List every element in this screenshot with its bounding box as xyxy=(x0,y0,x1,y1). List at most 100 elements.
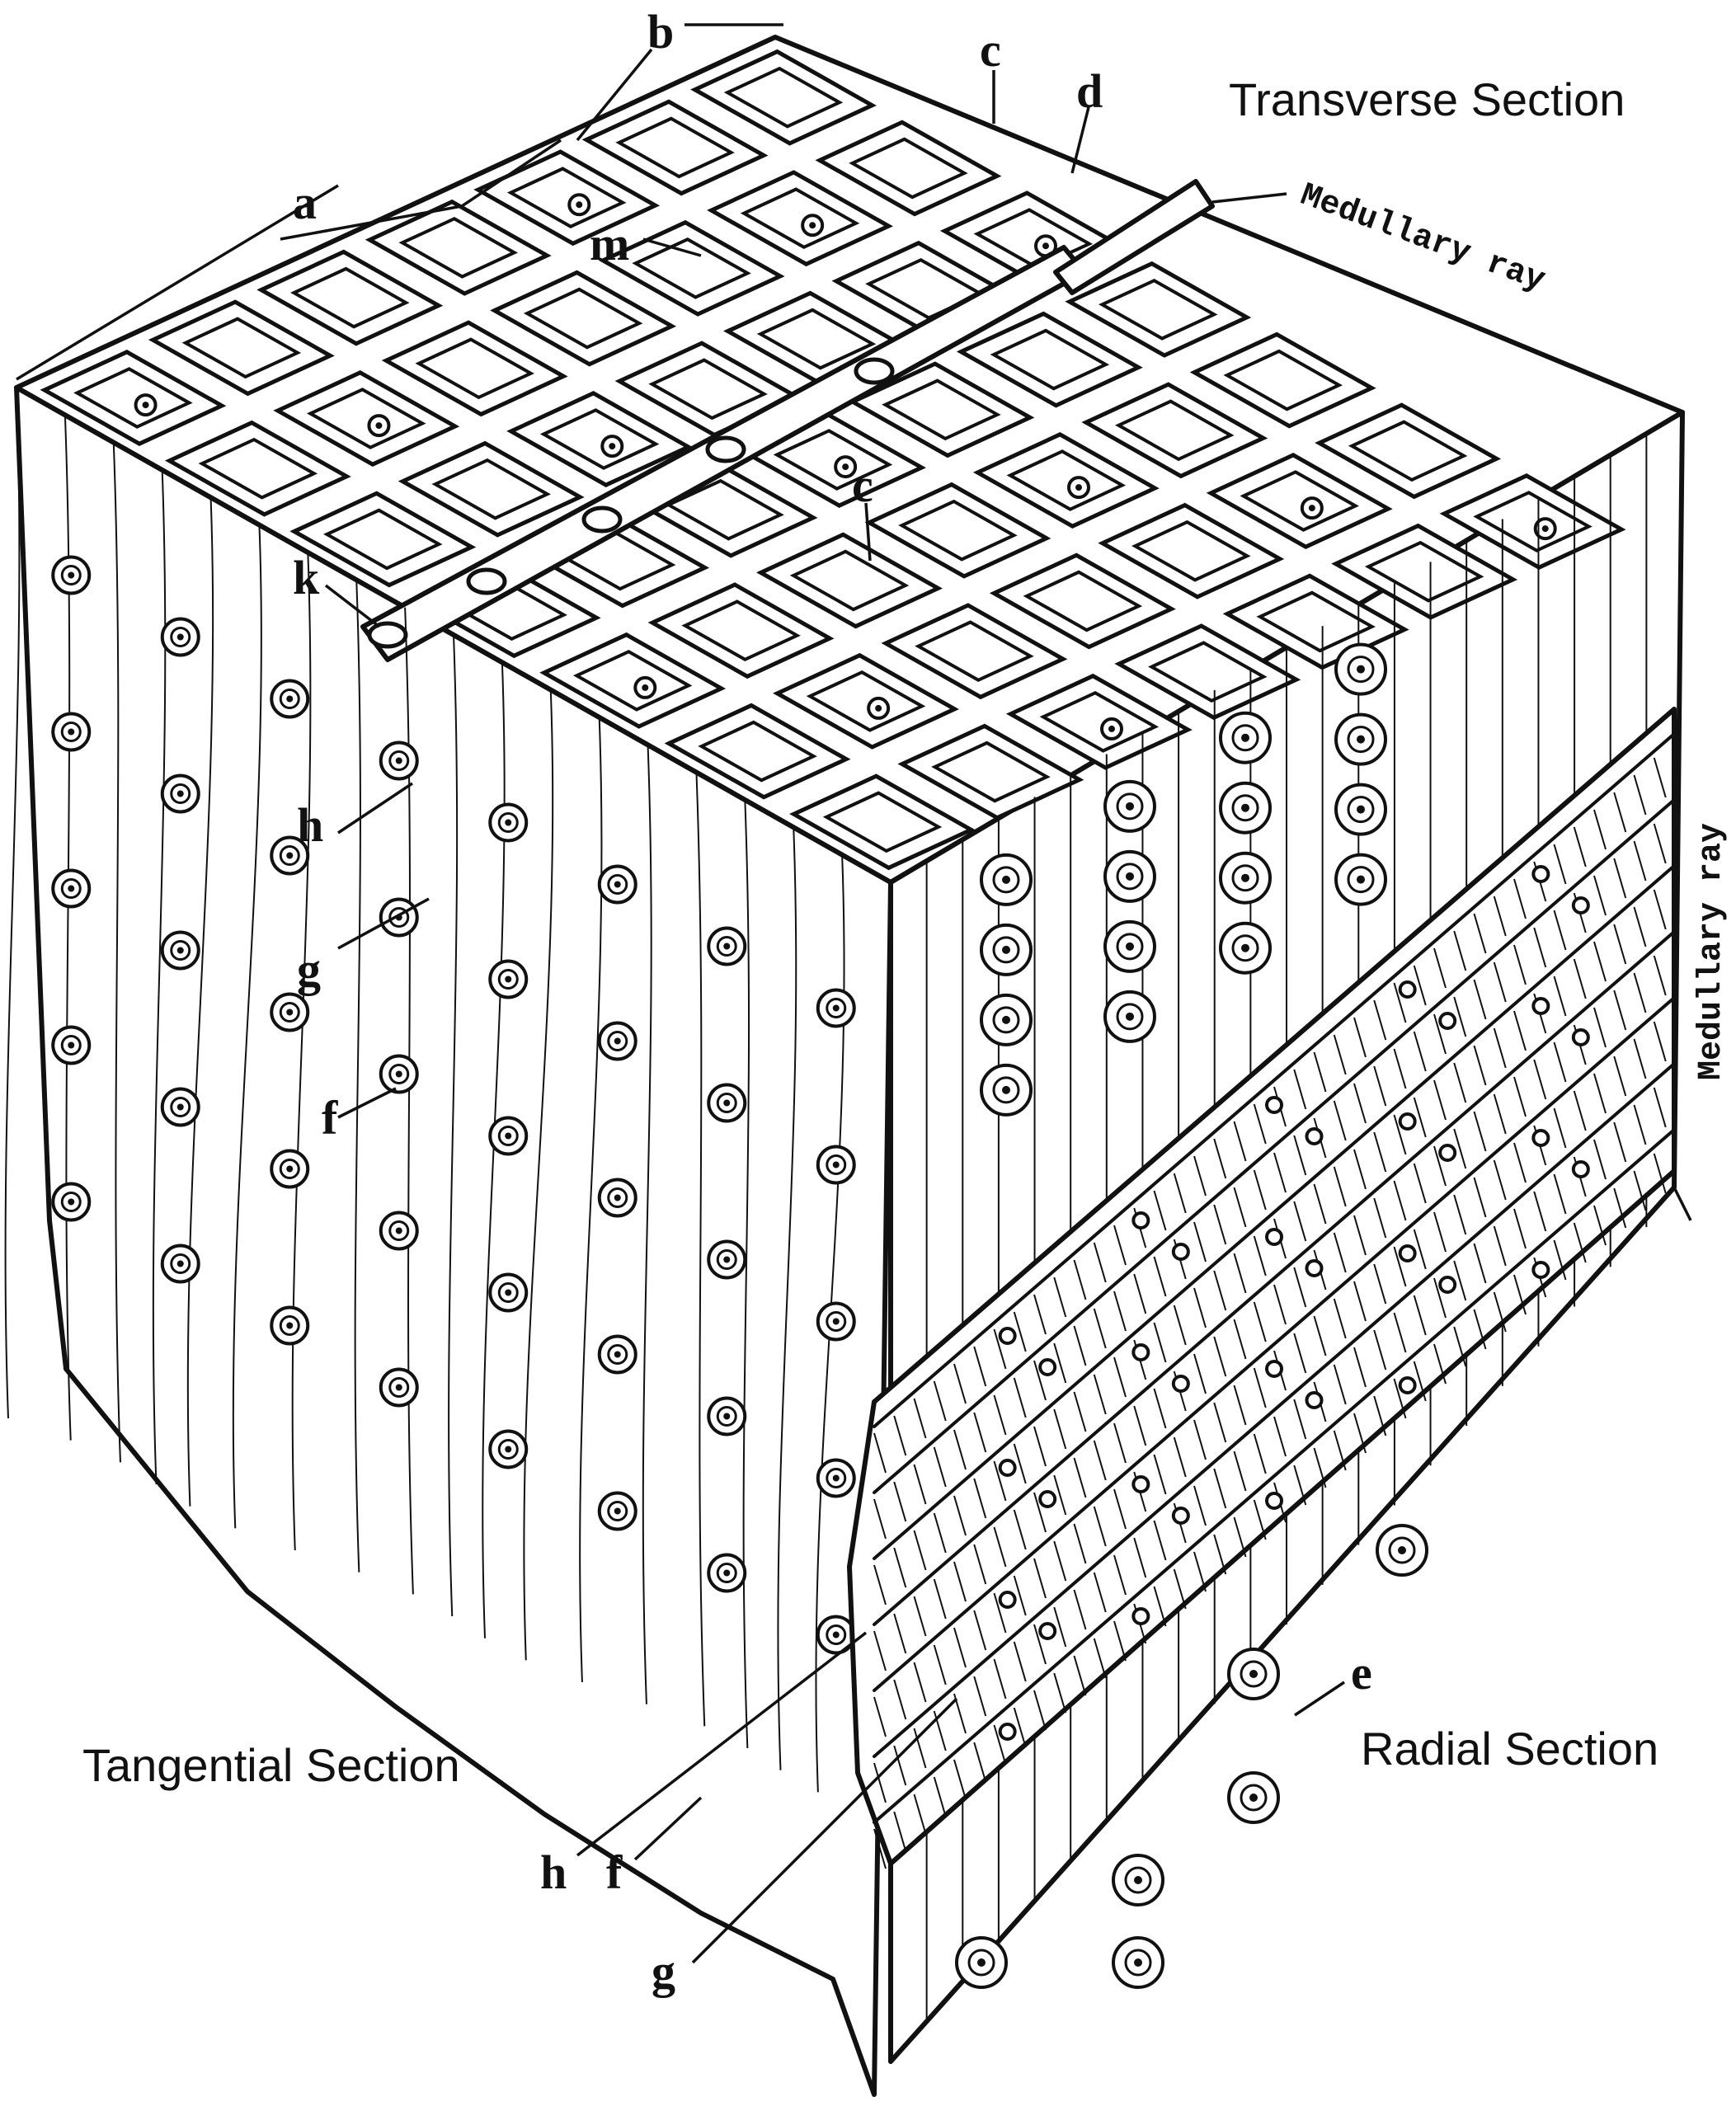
ray-hatch xyxy=(1533,1059,1547,1100)
pit-center xyxy=(68,885,75,892)
pit-center xyxy=(832,1161,840,1168)
ray-hatch xyxy=(1593,1205,1607,1246)
cell-lumen xyxy=(506,167,627,229)
ray-hatch xyxy=(1553,1239,1567,1281)
ray-pit xyxy=(1438,1276,1457,1294)
ray-hatch xyxy=(1153,1322,1167,1363)
cell-lumen xyxy=(290,266,410,329)
pit-center xyxy=(68,728,75,736)
ray-cell-end xyxy=(581,505,623,534)
cell-lumen xyxy=(681,599,801,662)
leader-d xyxy=(1070,106,1090,174)
cell-lumen xyxy=(539,408,660,470)
ray-hatch xyxy=(1033,1426,1047,1467)
ray-hatch xyxy=(1633,1038,1647,1079)
ray-hatch xyxy=(1013,1311,1027,1352)
cell-lumen xyxy=(1223,349,1343,411)
pit-ring xyxy=(279,1159,300,1179)
ray-hatch xyxy=(1553,844,1567,885)
ray-hatch xyxy=(1573,958,1587,999)
pit-center xyxy=(1002,1085,1010,1094)
ray-hatch xyxy=(873,1564,887,1606)
ray-hatch xyxy=(1613,1121,1627,1163)
ray-hatch xyxy=(1613,858,1627,899)
ray-hatch xyxy=(933,1380,947,1422)
pit-ring xyxy=(497,1439,519,1460)
tangential-section-label: Tangential Section xyxy=(82,1739,460,1791)
ray-hatch xyxy=(1293,1267,1307,1308)
cell-lumen xyxy=(698,720,817,783)
ray-hatch xyxy=(933,1578,947,1620)
ray-hatch xyxy=(1053,1276,1067,1318)
ray-hatch xyxy=(1433,1079,1447,1121)
ray-hatch xyxy=(1293,1135,1307,1176)
pit-ring xyxy=(60,1192,82,1212)
pit-ring xyxy=(1231,864,1259,892)
ray-hatch xyxy=(1613,1056,1627,1097)
ray-hatch xyxy=(1213,1270,1227,1311)
cell-lumen xyxy=(898,499,1018,562)
ray-hatch xyxy=(1613,792,1627,833)
ray-hatch xyxy=(993,1658,1007,1700)
cell-lumen xyxy=(1240,470,1359,532)
ray-hatch xyxy=(893,1547,907,1588)
pit-center xyxy=(505,1132,512,1140)
pit-ring xyxy=(607,1501,628,1521)
ray-pit xyxy=(1131,1475,1150,1493)
ray-hatch xyxy=(1173,1305,1187,1346)
pit-ring xyxy=(607,1031,628,1051)
pit-ring xyxy=(1116,792,1144,820)
pit-ring xyxy=(388,750,410,771)
pit-ring xyxy=(60,565,82,585)
ray-hatch xyxy=(1373,999,1387,1041)
ray-hatch xyxy=(1433,947,1447,989)
ray-hatch xyxy=(873,1828,887,1869)
pit-ring xyxy=(279,689,300,709)
ray-hatch xyxy=(1033,1360,1047,1401)
ray-hatch xyxy=(933,1446,947,1488)
ray-pit xyxy=(1171,1507,1190,1525)
ray-hatch xyxy=(1033,1558,1047,1599)
ray-hatch xyxy=(1633,774,1647,816)
ray-hatch xyxy=(913,1530,927,1571)
leader-g-lower xyxy=(691,1697,958,1964)
cell-lumen xyxy=(1148,641,1268,703)
ray-hatch xyxy=(1353,1413,1367,1454)
ray-hatch xyxy=(993,1460,1007,1502)
ray-hatch xyxy=(1373,1329,1387,1371)
ray-hatch xyxy=(933,1776,947,1817)
ray-hatch xyxy=(953,1429,967,1470)
pit-center xyxy=(286,852,294,859)
pit-center xyxy=(1241,943,1249,952)
medullary-ray-cells xyxy=(873,732,1676,1869)
ray-hatch xyxy=(1073,1391,1087,1432)
pit-center xyxy=(1357,805,1365,814)
pit-center xyxy=(1126,1012,1134,1021)
ray-hatch xyxy=(1513,878,1527,919)
ray-hatch xyxy=(1433,1211,1447,1253)
ray-hatch xyxy=(1373,1395,1387,1436)
pit-center xyxy=(1541,525,1549,533)
pit-ring xyxy=(716,1563,737,1583)
pit-center xyxy=(723,943,731,950)
pit-center xyxy=(286,1008,294,1016)
ray-pit xyxy=(1265,1360,1283,1378)
ray-hatch xyxy=(1253,1499,1267,1540)
cell-lumen xyxy=(723,66,844,129)
ray-hatch xyxy=(1453,996,1467,1037)
cell-lumen xyxy=(1348,420,1468,482)
label-b: b xyxy=(647,5,674,59)
ray-hatch xyxy=(1033,1690,1047,1731)
ray-cell-end xyxy=(705,435,746,463)
ray-hatch xyxy=(1213,1468,1227,1509)
ray-hatch xyxy=(1113,1291,1127,1332)
ray-hatch xyxy=(1253,1235,1267,1276)
pit-center xyxy=(723,1256,731,1263)
cell-lumen xyxy=(773,429,893,491)
ray-hatch xyxy=(1073,1457,1087,1498)
pit-center xyxy=(642,684,649,691)
cell-lumen xyxy=(1131,520,1251,582)
ray-hatch xyxy=(1213,1402,1227,1443)
pit-ring xyxy=(1124,1866,1152,1894)
label-a: a xyxy=(293,176,317,229)
